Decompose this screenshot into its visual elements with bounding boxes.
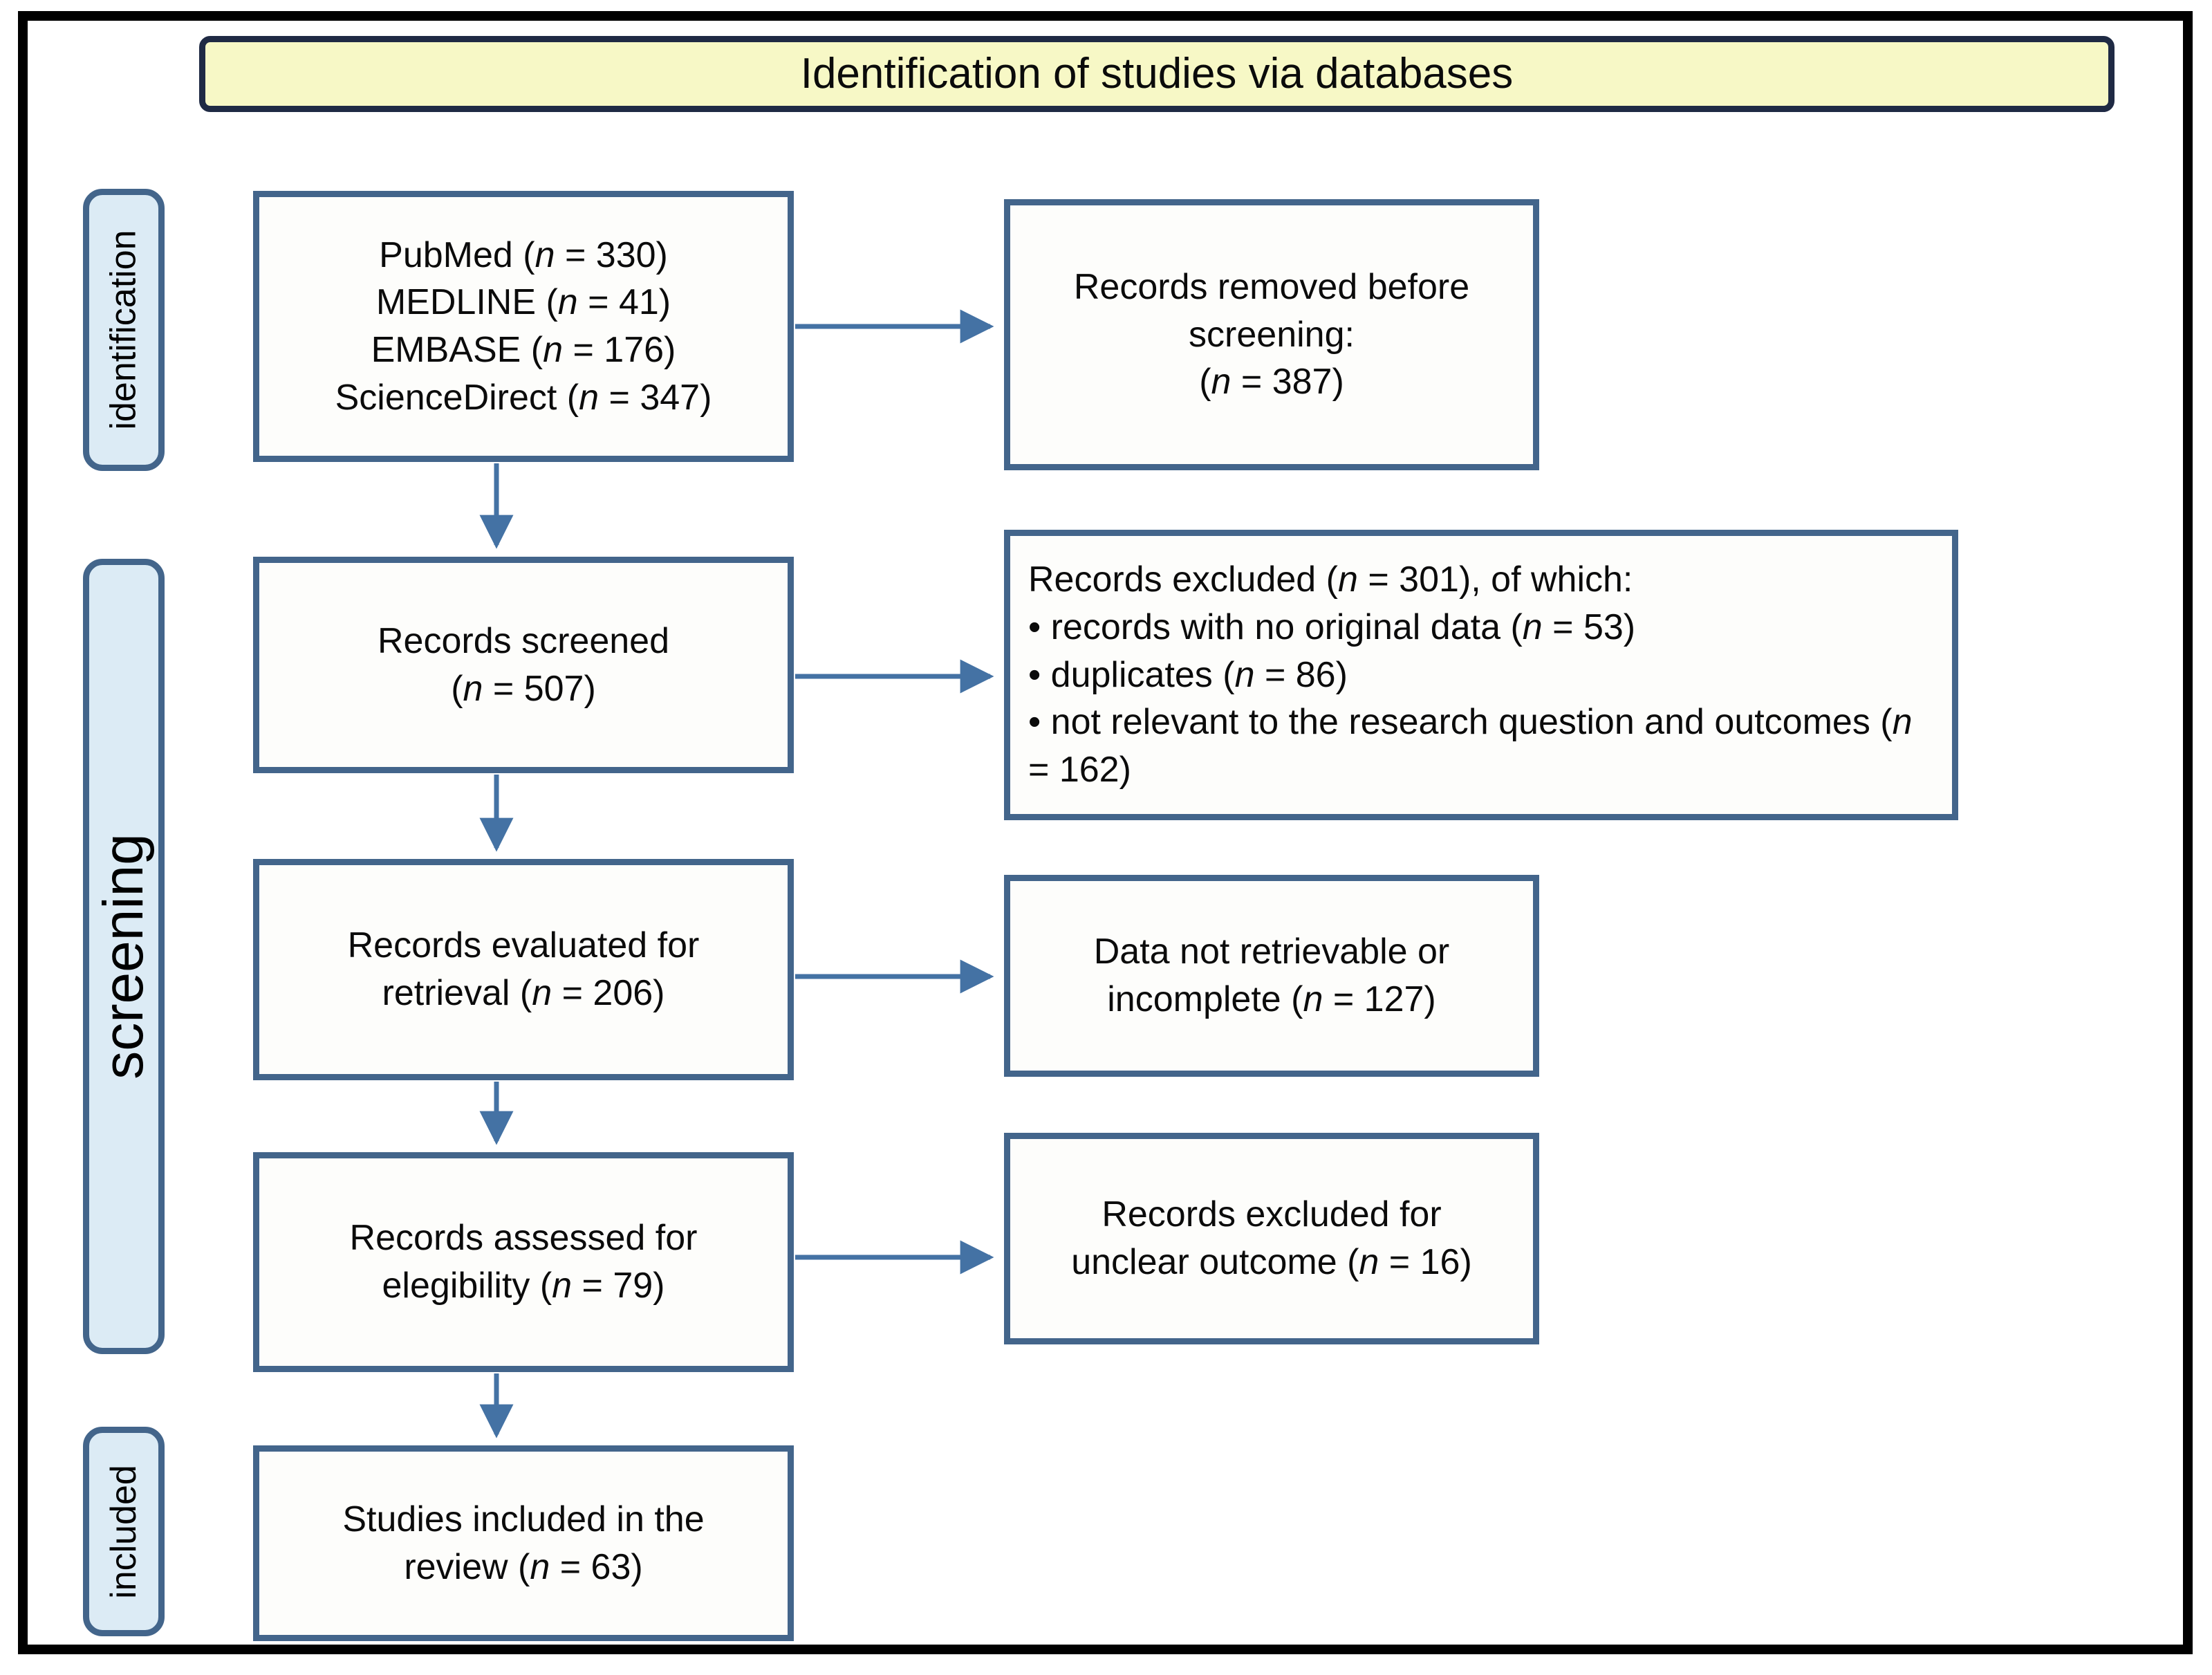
box-database-sources: PubMed (n = 330) MEDLINE (n = 41) EMBASE…	[253, 191, 794, 462]
page-title: Identification of studies via databases	[800, 50, 1514, 98]
unclear-line-1: Records excluded for	[1102, 1194, 1442, 1235]
box-records-assessed-for-elegibility: Records assessed for elegibility (n = 79…	[253, 1152, 794, 1372]
box-records-evaluated-for-retrieval: Records evaluated for retrieval (n = 206…	[253, 859, 794, 1080]
box-studies-included-in-review: Studies included in the review (n = 63)	[253, 1445, 794, 1641]
removed-line-2: screening:	[1189, 314, 1355, 355]
removed-line-3: (n = 387)	[1199, 362, 1344, 402]
excluded-header: Records excluded (n = 301), of which:	[1028, 559, 1633, 600]
eligibility-line-1: Records assessed for	[349, 1218, 698, 1259]
stage-label-included-text: included	[104, 1464, 144, 1599]
not-retrievable-line-1: Data not retrievable or	[1093, 932, 1450, 972]
removed-line-1: Records removed before	[1073, 267, 1470, 308]
stage-label-screening-text: screening	[92, 833, 156, 1080]
unclear-line-2: unclear outcome (n = 16)	[1071, 1242, 1472, 1282]
box-records-screened: Records screened (n = 507)	[253, 557, 794, 773]
included-line-2: review (n = 63)	[404, 1546, 643, 1587]
box-records-excluded: Records excluded (n = 301), of which: • …	[1004, 530, 1958, 820]
screened-line-2: (n = 507)	[451, 668, 596, 709]
eligibility-line-2: elegibility (n = 79)	[382, 1266, 665, 1306]
retrieval-line-2: retrieval (n = 206)	[382, 973, 665, 1013]
stage-label-identification: identification	[83, 189, 165, 471]
diagram-title-banner: Identification of studies via databases	[199, 36, 2115, 112]
box-data-not-retrievable: Data not retrievable or incomplete (n = …	[1004, 875, 1539, 1077]
included-line-1: Studies included in the	[342, 1499, 705, 1539]
box-records-removed-before-screening: Records removed before screening: (n = 3…	[1004, 199, 1539, 470]
excluded-bullet-3: • not relevant to the research question …	[1028, 702, 1913, 790]
not-retrievable-line-2: incomplete (n = 127)	[1107, 979, 1436, 1019]
box-records-excluded-unclear-outcome: Records excluded for unclear outcome (n …	[1004, 1133, 1539, 1344]
stage-label-identification-text: identification	[104, 230, 145, 430]
source-line-embase: EMBASE (n = 176)	[371, 330, 676, 370]
source-line-pubmed: PubMed (n = 330)	[379, 234, 668, 275]
source-line-medline: MEDLINE (n = 41)	[375, 282, 671, 323]
stage-label-screening: screening	[83, 559, 165, 1354]
excluded-bullet-1: • records with no original data (n = 53)	[1028, 607, 1636, 648]
screened-line-1: Records screened	[378, 620, 669, 661]
source-line-sciencedirect: ScienceDirect (n = 347)	[335, 377, 712, 418]
stage-label-included: included	[83, 1427, 165, 1636]
excluded-bullet-2: • duplicates (n = 86)	[1028, 654, 1348, 695]
retrieval-line-1: Records evaluated for	[347, 925, 700, 966]
